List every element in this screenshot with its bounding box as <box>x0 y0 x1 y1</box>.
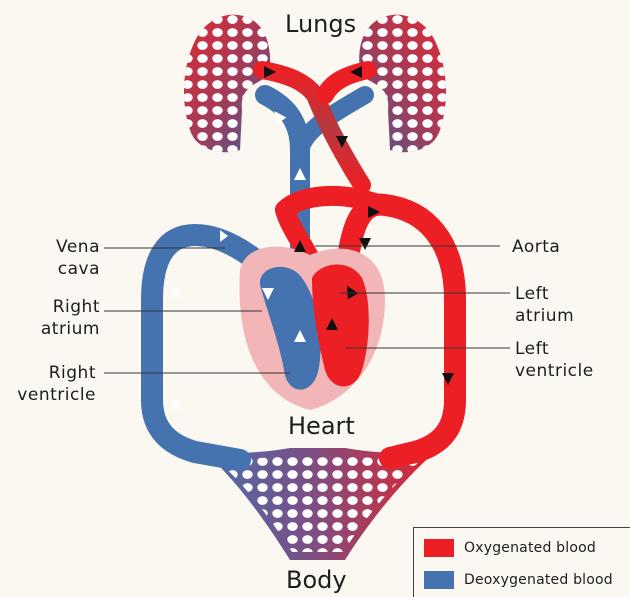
body-title: Body <box>286 566 347 594</box>
heart <box>240 247 385 410</box>
legend-deoxygenated-label: Deoxygenated blood <box>464 572 613 588</box>
deoxygenated-swatch <box>424 571 454 589</box>
aorta-label: Aorta <box>512 236 560 258</box>
heart-title: Heart <box>288 412 355 440</box>
vena-cava-label-line2: cava <box>10 258 100 280</box>
vena-cava-label-line1: Vena <box>10 236 100 258</box>
left-ventricle-label-line2: ventricle <box>515 360 594 382</box>
legend-deoxygenated: Deoxygenated blood <box>424 570 613 590</box>
right-lung <box>359 15 446 153</box>
oxygenated-swatch <box>424 539 454 557</box>
right-atrium-label-line2: atrium <box>10 318 100 340</box>
right-ventricle-label-line1: Right <box>0 362 96 384</box>
left-atrium-label: Left atrium <box>515 283 574 327</box>
right-atrium-label-line1: Right <box>10 296 100 318</box>
right-ventricle-label-line2: ventricle <box>0 384 96 406</box>
legend-oxygenated-label: Oxygenated blood <box>464 540 596 556</box>
left-atrium-label-line2: atrium <box>515 305 574 327</box>
vena-cava-label: Vena cava <box>10 236 100 280</box>
left-lung <box>184 15 270 153</box>
right-ventricle-label: Right ventricle <box>0 362 96 406</box>
legend-oxygenated: Oxygenated blood <box>424 538 596 558</box>
legend: Oxygenated blood Deoxygenated blood <box>413 527 630 597</box>
left-ventricle-label: Left ventricle <box>515 338 594 382</box>
left-atrium-label-line1: Left <box>515 283 574 305</box>
lungs-title: Lungs <box>285 10 356 38</box>
left-ventricle-label-line1: Left <box>515 338 594 360</box>
right-atrium-label: Right atrium <box>10 296 100 340</box>
